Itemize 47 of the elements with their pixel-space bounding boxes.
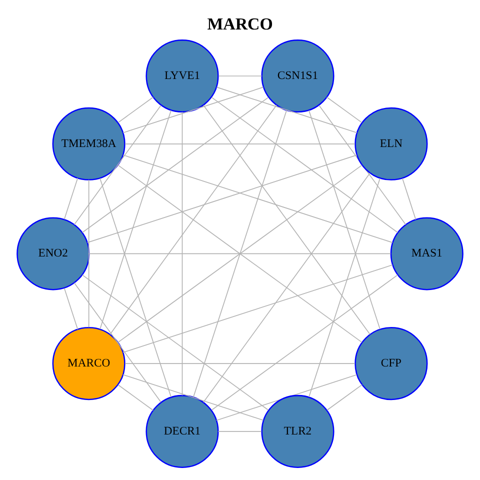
connector (86, 154, 358, 243)
connector (182, 112, 183, 396)
node-circle: TMEM38A (52, 107, 126, 180)
connector (82, 97, 269, 233)
connector (122, 86, 264, 134)
connector (402, 178, 416, 220)
connector (203, 172, 370, 403)
connector (124, 363, 356, 364)
node-circle: MAS1 (390, 217, 464, 290)
node-circle: ENO2 (16, 217, 90, 290)
connector (211, 274, 398, 410)
connector (118, 384, 154, 411)
connector (124, 143, 356, 144)
connector (82, 274, 269, 410)
connector (326, 96, 362, 123)
connector (64, 288, 78, 330)
connector (326, 384, 363, 411)
node-circle: TLR2 (261, 394, 334, 468)
node-circle: ELN (354, 107, 428, 180)
node-circle: CSN1S1 (261, 39, 334, 113)
connector (100, 110, 172, 330)
diagram-title: MARCO (207, 14, 273, 34)
connector (218, 431, 262, 432)
connector (118, 96, 154, 123)
connector (74, 104, 162, 226)
connector (216, 86, 358, 134)
connector (216, 374, 358, 421)
connector (122, 374, 264, 421)
connector (308, 178, 380, 398)
node-circle: MARCO (52, 327, 126, 400)
connector (88, 253, 392, 254)
connector (211, 97, 398, 233)
connector (318, 104, 406, 226)
connector (64, 178, 78, 220)
connector (118, 164, 362, 343)
connector (100, 178, 172, 398)
connector (122, 154, 393, 243)
node-circle: CFP (354, 327, 428, 400)
connector (193, 110, 287, 398)
connector (88, 179, 90, 328)
connector (74, 282, 162, 403)
node-circle: LYVE1 (146, 39, 219, 113)
connector (203, 104, 370, 335)
node-circle: DECR1 (146, 394, 219, 468)
connector (122, 264, 393, 353)
connector (110, 104, 277, 335)
connector (308, 110, 380, 330)
